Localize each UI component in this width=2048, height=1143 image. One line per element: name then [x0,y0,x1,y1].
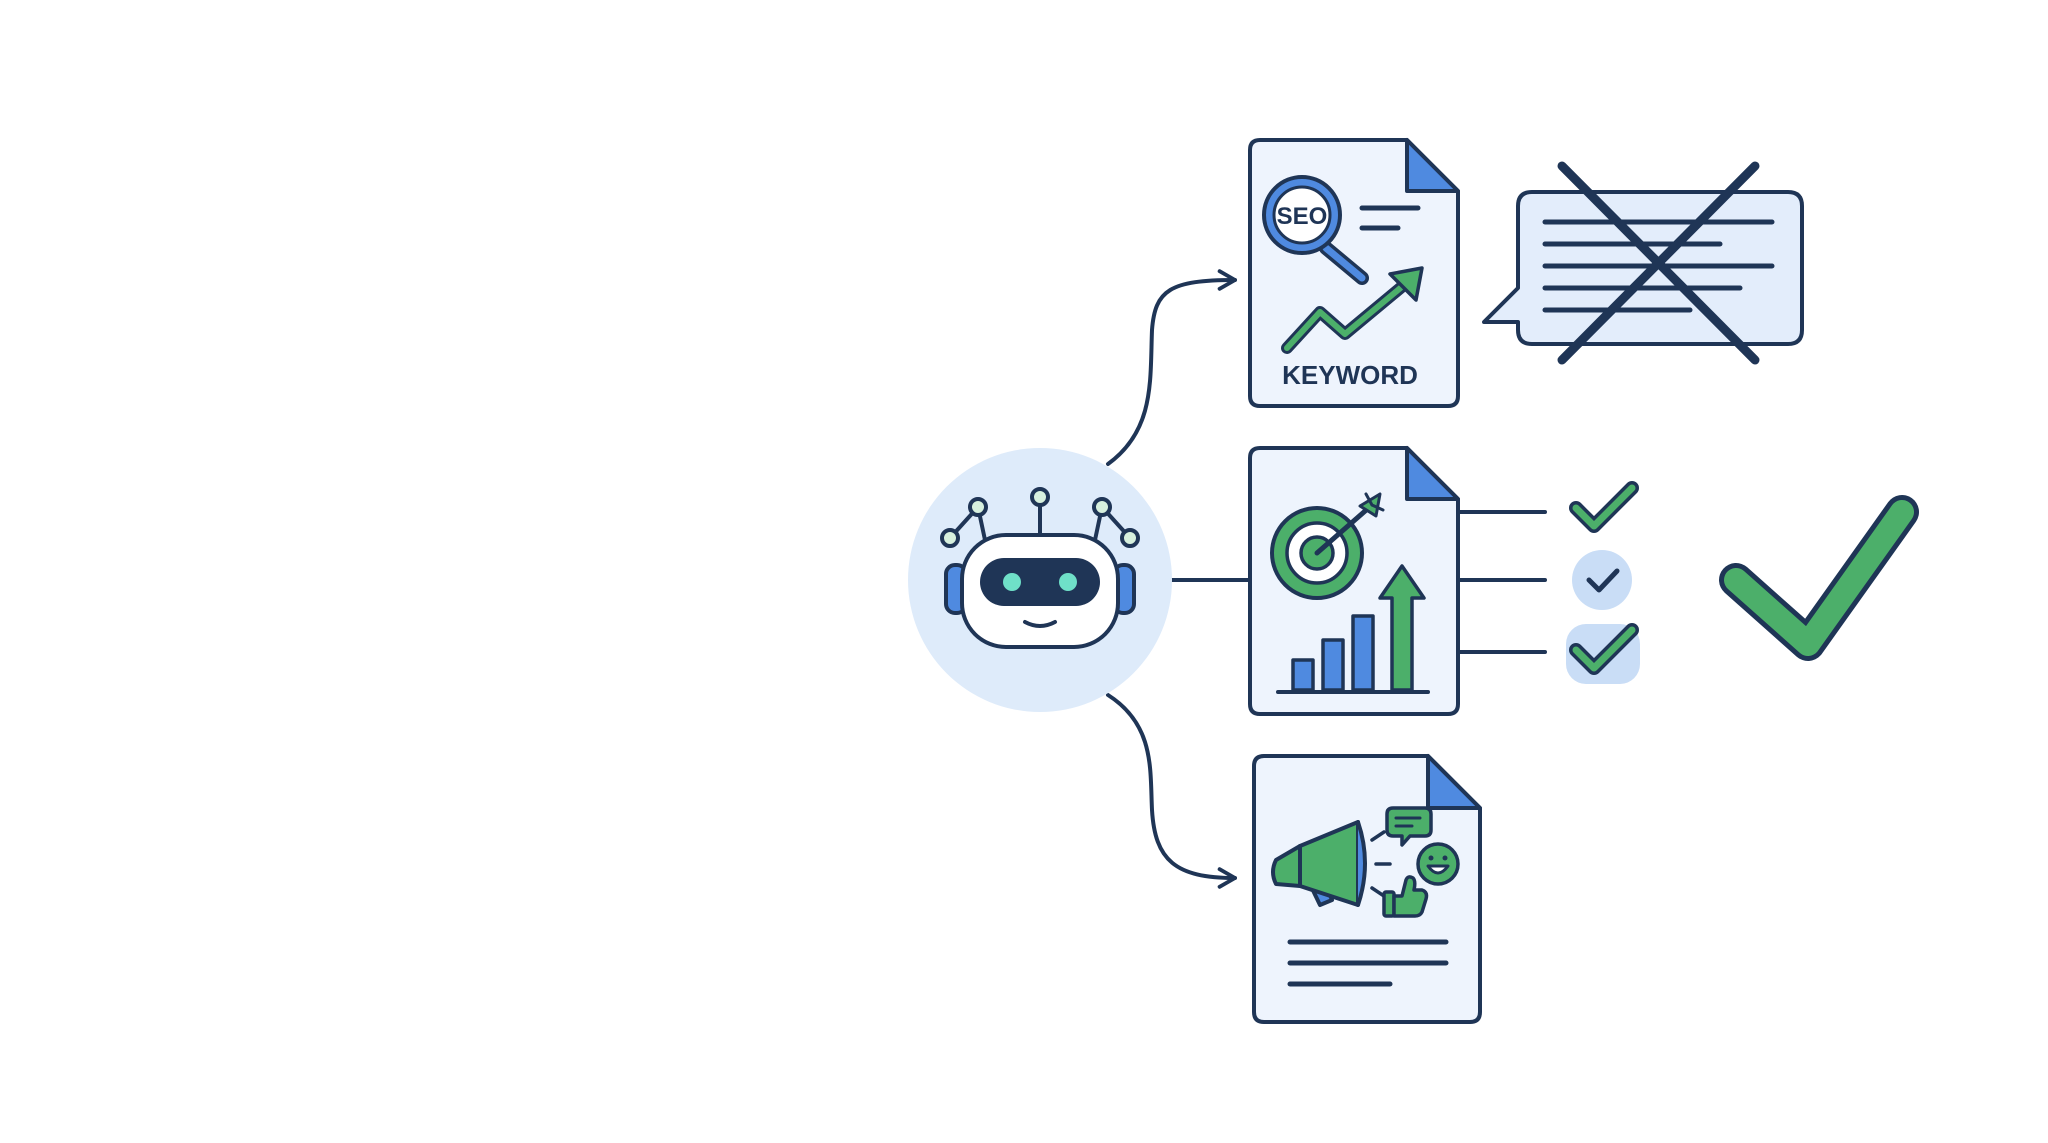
keyword-label: KEYWORD [1282,360,1418,390]
seo-document: SEO KEYWORD [1248,138,1460,408]
thumbs-up-icon [1382,875,1429,918]
crossed-out-speech-bubble-icon [1482,161,1804,365]
connector-arrow-top [1106,269,1237,466]
bar-chart-growth-icon [1276,564,1430,694]
target-document [1248,446,1460,716]
connector-arrow-bottom [1106,693,1237,889]
document-fold [1426,754,1482,810]
social-document [1252,754,1482,1024]
robot-eye-left [1003,573,1021,591]
target-icon [1270,492,1385,600]
large-check-icon [1719,495,1919,661]
check-circle-icon [1572,550,1632,610]
smiley-icon [1416,842,1460,886]
megaphone-icon [1271,820,1367,907]
check-icon [1569,481,1639,533]
document-fold [1405,446,1460,501]
trend-up-arrow-icon [1281,266,1424,354]
checklist [1456,481,1640,684]
chat-bubble-icon [1385,806,1433,847]
document-fold [1405,138,1460,193]
seo-magnifier-icon [1262,175,1369,285]
robot-eye-right [1059,573,1077,591]
check-icon [1566,623,1640,684]
seo-label: SEO [1277,203,1328,230]
doc-text-lines [1287,939,1449,987]
ai-bot-node [908,448,1172,712]
cross-mark [1557,161,1760,365]
sound-waves [1370,830,1392,898]
robot-icon [940,487,1140,649]
